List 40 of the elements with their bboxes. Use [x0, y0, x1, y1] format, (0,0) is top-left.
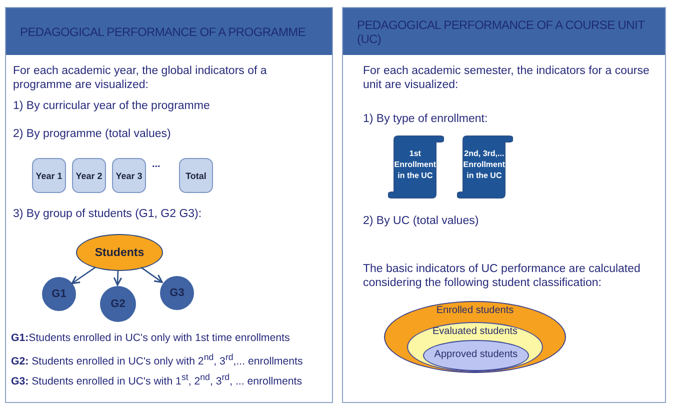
body-text: 3) By group of students (G1, G2 G3): [13, 207, 203, 221]
approved-ellipse [423, 340, 529, 371]
body-text: 2) By programme (total values) [13, 127, 172, 141]
arrow [71, 266, 96, 284]
body-text: 1) By curricular year of the programme [13, 99, 211, 113]
node-label: Total [186, 170, 206, 180]
node-label: G2 [110, 298, 126, 310]
body-text: For each academic semester, the indicators for a course unit are visualized: [363, 64, 650, 92]
node-label: Approved students [434, 349, 518, 360]
node-label: Enrolled students [436, 305, 514, 316]
node-label: Year 1 [36, 170, 62, 180]
node-label: Year 2 [76, 170, 102, 180]
body-text: G1:Students enrolled in UC's only with 1st time enrollments [11, 331, 290, 345]
body-text: G2: Students enrolled in UC's only with 2$^{nd}$, 3$^{rd}$,... enrollments [11, 351, 303, 369]
node-label: Students [94, 246, 144, 258]
rounded-box [32, 158, 66, 193]
rounded-box [72, 158, 106, 193]
group-circle [42, 277, 76, 311]
node-label: Year 3 [116, 170, 142, 180]
body-text: For each academic year, the global indicators of a programme are visualized: [13, 64, 268, 92]
panel-header: PEDAGOGICAL PERFORMANCE OF A COURSE UNIT (UC) [343, 8, 665, 55]
node-label: G1 [52, 288, 66, 300]
group-circle [100, 286, 136, 322]
panel-header: PEDAGOGICAL PERFORMANCE OF A PROGRAMME [6, 8, 332, 55]
arrow [113, 270, 122, 286]
group-circle [160, 276, 194, 310]
rounded-box [179, 158, 213, 193]
node-label: Evaluated students [432, 326, 518, 337]
panel-card [342, 7, 666, 403]
body-text: G3: Students enrolled in UC's with 1$^{st}$, 2$^{nd}$, 3$^{rd}$, ... enrollments [11, 371, 302, 389]
body-text: The basic indicators of UC performance are calculated considering the following student classification: [363, 262, 642, 290]
node-label: 2nd, 3rd,... Enrollment in the UC [463, 148, 506, 181]
node-label: G3 [170, 287, 184, 299]
arrow [140, 266, 163, 283]
ellipsis-text: ... [152, 158, 160, 172]
rounded-box [112, 158, 146, 193]
body-text: 1) By type of enrollment: [363, 112, 489, 126]
body-text: 2) By UC (total values) [363, 214, 480, 228]
panel-card [5, 7, 333, 403]
node-label: 1st Enrollment in the UC [394, 148, 436, 181]
